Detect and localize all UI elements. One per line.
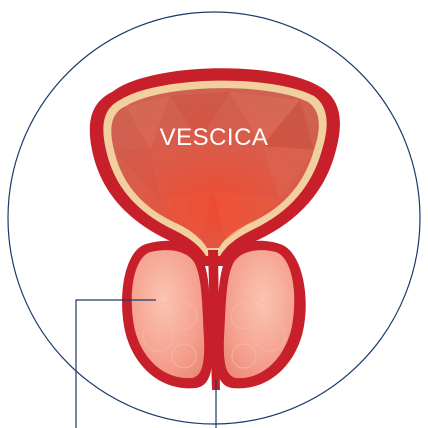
bladder-label: VESCICA xyxy=(160,124,269,151)
